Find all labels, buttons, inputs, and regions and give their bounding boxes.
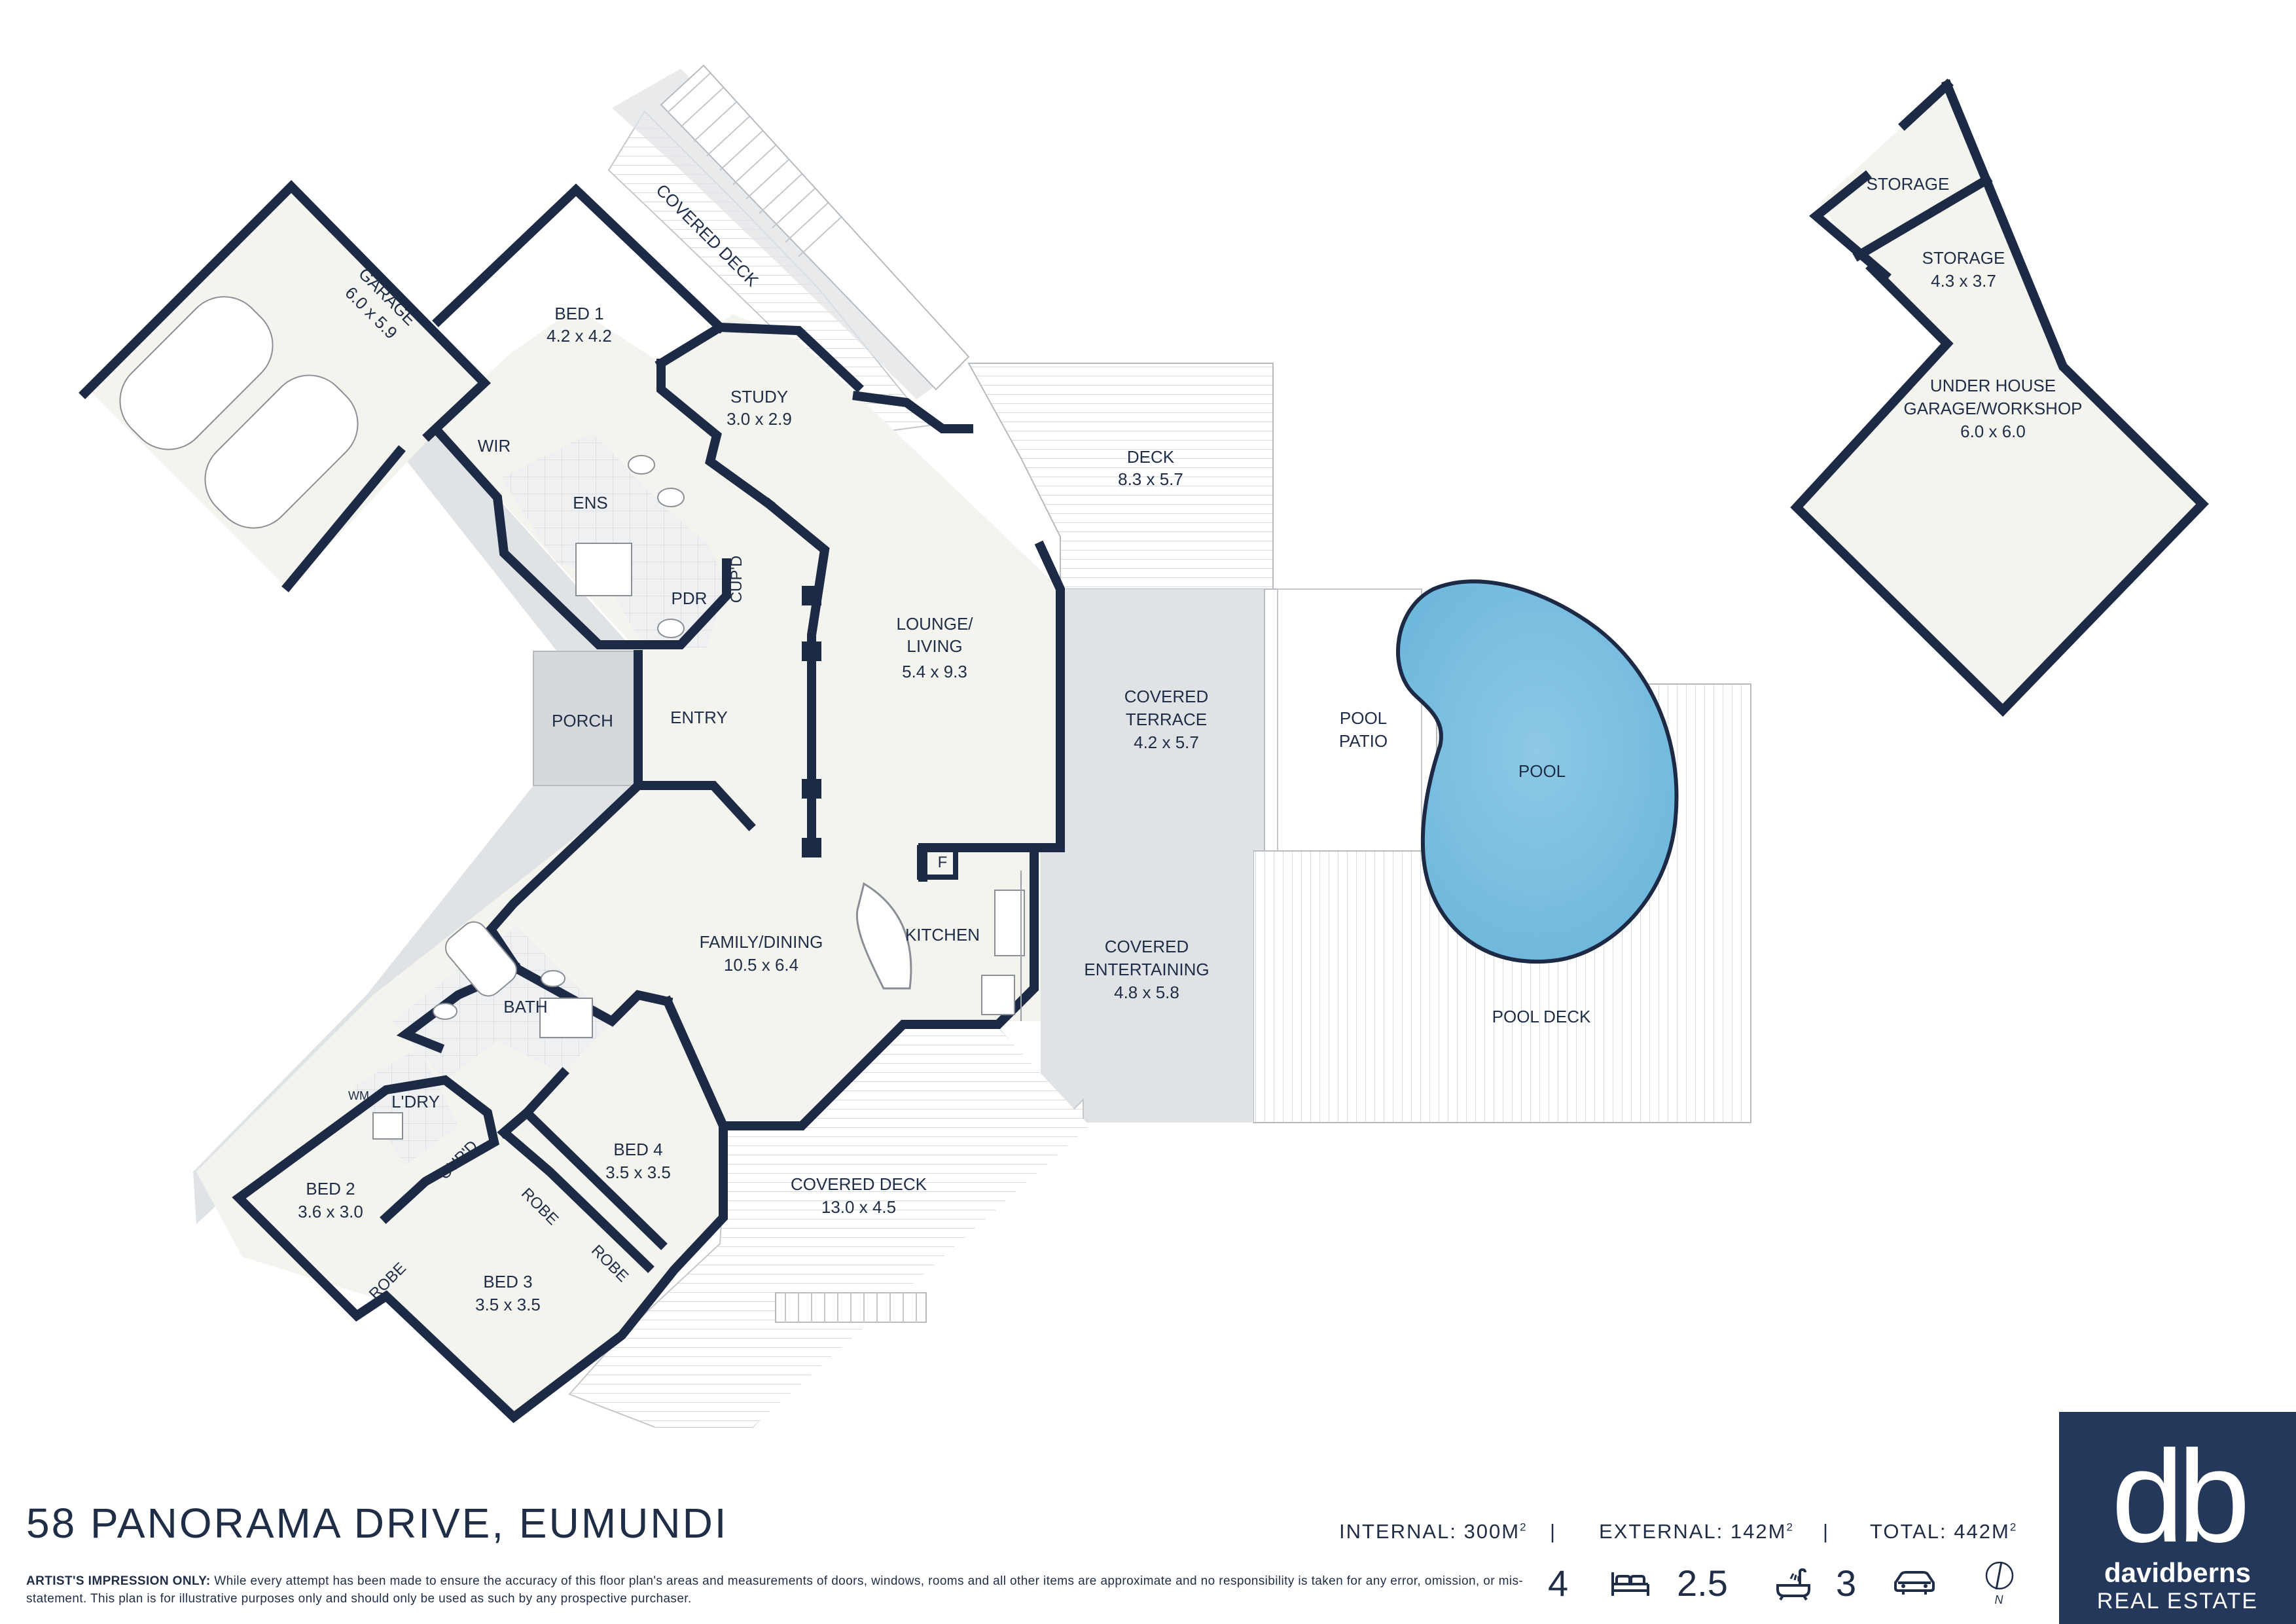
house-walls [232, 183, 1065, 1424]
internal-area: INTERNAL: 300M2 [1339, 1520, 1528, 1543]
outbuilding [1790, 79, 2209, 717]
entry-label: ENTRY [670, 708, 728, 727]
pool-shape [1396, 579, 1679, 964]
pdr-label: PDR [672, 588, 708, 608]
bed4-label: BED 4 [613, 1140, 662, 1159]
fridge-label: F [938, 854, 948, 871]
bed-count: 4 [1548, 1562, 1569, 1604]
bed3-label: BED 3 [483, 1272, 532, 1291]
storage-dims: 4.3 x 3.7 [1931, 271, 1996, 291]
garage-walls [79, 180, 492, 592]
family-dims: 10.5 x 6.4 [724, 955, 798, 975]
address-title: 58 PANORAMA DRIVE, EUMUNDI [26, 1500, 728, 1547]
brand-subtitle: REAL ESTATE [2096, 1589, 2259, 1614]
ldry-label: L'DRY [391, 1092, 440, 1111]
bed1-label: BED 1 [554, 304, 603, 323]
storage-label: STORAGE [1922, 248, 2005, 268]
floor-plan: GARAGE 6.0 x 5.9 BED 1 4.2 x 4.2 COVERED… [79, 64, 2209, 1428]
cupd1-label: CUP'D [728, 556, 745, 604]
bed-icon [1611, 1572, 1649, 1596]
kitchen-fixtures [855, 871, 1025, 1021]
brand-logo: db davidberns REAL ESTATE [2059, 1412, 2296, 1624]
porch-label: PORCH [552, 711, 613, 731]
pool-label: POOL [1518, 761, 1566, 781]
disclaimer-lead: ARTIST'S IMPRESSION ONLY: [26, 1574, 211, 1588]
family-label: FAMILY/DINING [700, 932, 823, 952]
study-label: STUDY [730, 387, 788, 406]
separator-2: | [1823, 1520, 1829, 1543]
covered-terrace-label-1: COVERED [1124, 687, 1209, 706]
bath-icon [1776, 1568, 1810, 1601]
lounge-dims: 5.4 x 9.3 [902, 662, 967, 681]
disclaimer: ARTIST'S IMPRESSION ONLY: While every at… [26, 1572, 1532, 1608]
covered-terrace-area [1060, 589, 1265, 851]
covered-deck-bottom-dims: 13.0 x 4.5 [821, 1197, 896, 1217]
car-count: 3 [1836, 1562, 1857, 1604]
covered-entertaining-dims: 4.8 x 5.8 [1114, 983, 1179, 1002]
under-house-label-2: GARAGE/WORKSHOP [1903, 399, 2082, 418]
pool-patio-area [1264, 588, 1422, 852]
deck-label: DECK [1127, 447, 1175, 467]
under-house-dims: 6.0 x 6.0 [1960, 422, 2026, 441]
bed3-dims: 3.5 x 3.5 [475, 1295, 541, 1314]
stairs-top [660, 64, 970, 391]
lounge-label-2: LIVING [906, 636, 962, 656]
under-house-label-1: UNDER HOUSE [1930, 376, 2056, 395]
covered-terrace-label-2: TERRACE [1126, 710, 1207, 729]
covered-entertaining-label-1: COVERED [1105, 937, 1189, 956]
bath-count: 2.5 [1677, 1562, 1728, 1604]
covered-terrace-dims: 4.2 x 5.7 [1134, 732, 1199, 752]
pool-deck-label: POOL DECK [1492, 1007, 1591, 1026]
north-label: N [1995, 1593, 2004, 1606]
bed2-dims: 3.6 x 3.0 [298, 1202, 363, 1221]
separator-1: | [1550, 1520, 1556, 1543]
wm-label: WM [348, 1089, 369, 1102]
external-area: EXTERNAL: 142M2 [1599, 1520, 1794, 1543]
disclaimer-body: While every attempt has been made to ens… [26, 1574, 1524, 1606]
brand-name: davidberns [2104, 1557, 2251, 1588]
pool-patio-label-1: POOL [1340, 708, 1387, 728]
bed2-label: BED 2 [306, 1179, 355, 1199]
bed1-dims: 4.2 x 4.2 [547, 326, 612, 346]
deck-dims: 8.3 x 5.7 [1118, 469, 1183, 489]
car-icon [1894, 1571, 1935, 1595]
bath-label: BATH [503, 997, 547, 1017]
lounge-label-1: LOUNGE/ [896, 614, 973, 634]
columns [802, 586, 958, 880]
wir-label: WIR [478, 436, 511, 456]
compass-icon: N [1985, 1561, 2014, 1606]
ens-label: ENS [573, 493, 607, 513]
covered-entertaining-area [1041, 851, 1253, 1123]
pool-patio-label-2: PATIO [1339, 731, 1388, 751]
covered-deck-bottom-area [568, 1027, 1090, 1428]
kitchen-label: KITCHEN [905, 925, 980, 945]
brand-monogram: db [2111, 1424, 2250, 1570]
porch-area [533, 651, 642, 786]
covered-entertaining-label-2: ENTERTAINING [1084, 960, 1209, 979]
covered-deck-bottom-label: COVERED DECK [791, 1174, 927, 1194]
study-dims: 3.0 x 2.9 [726, 409, 792, 429]
total-area: TOTAL: 442M2 [1870, 1520, 2018, 1543]
bathroom-fixtures [372, 455, 685, 1140]
storage-small-label: STORAGE [1867, 174, 1950, 194]
bed4-dims: 3.5 x 3.5 [605, 1163, 671, 1182]
